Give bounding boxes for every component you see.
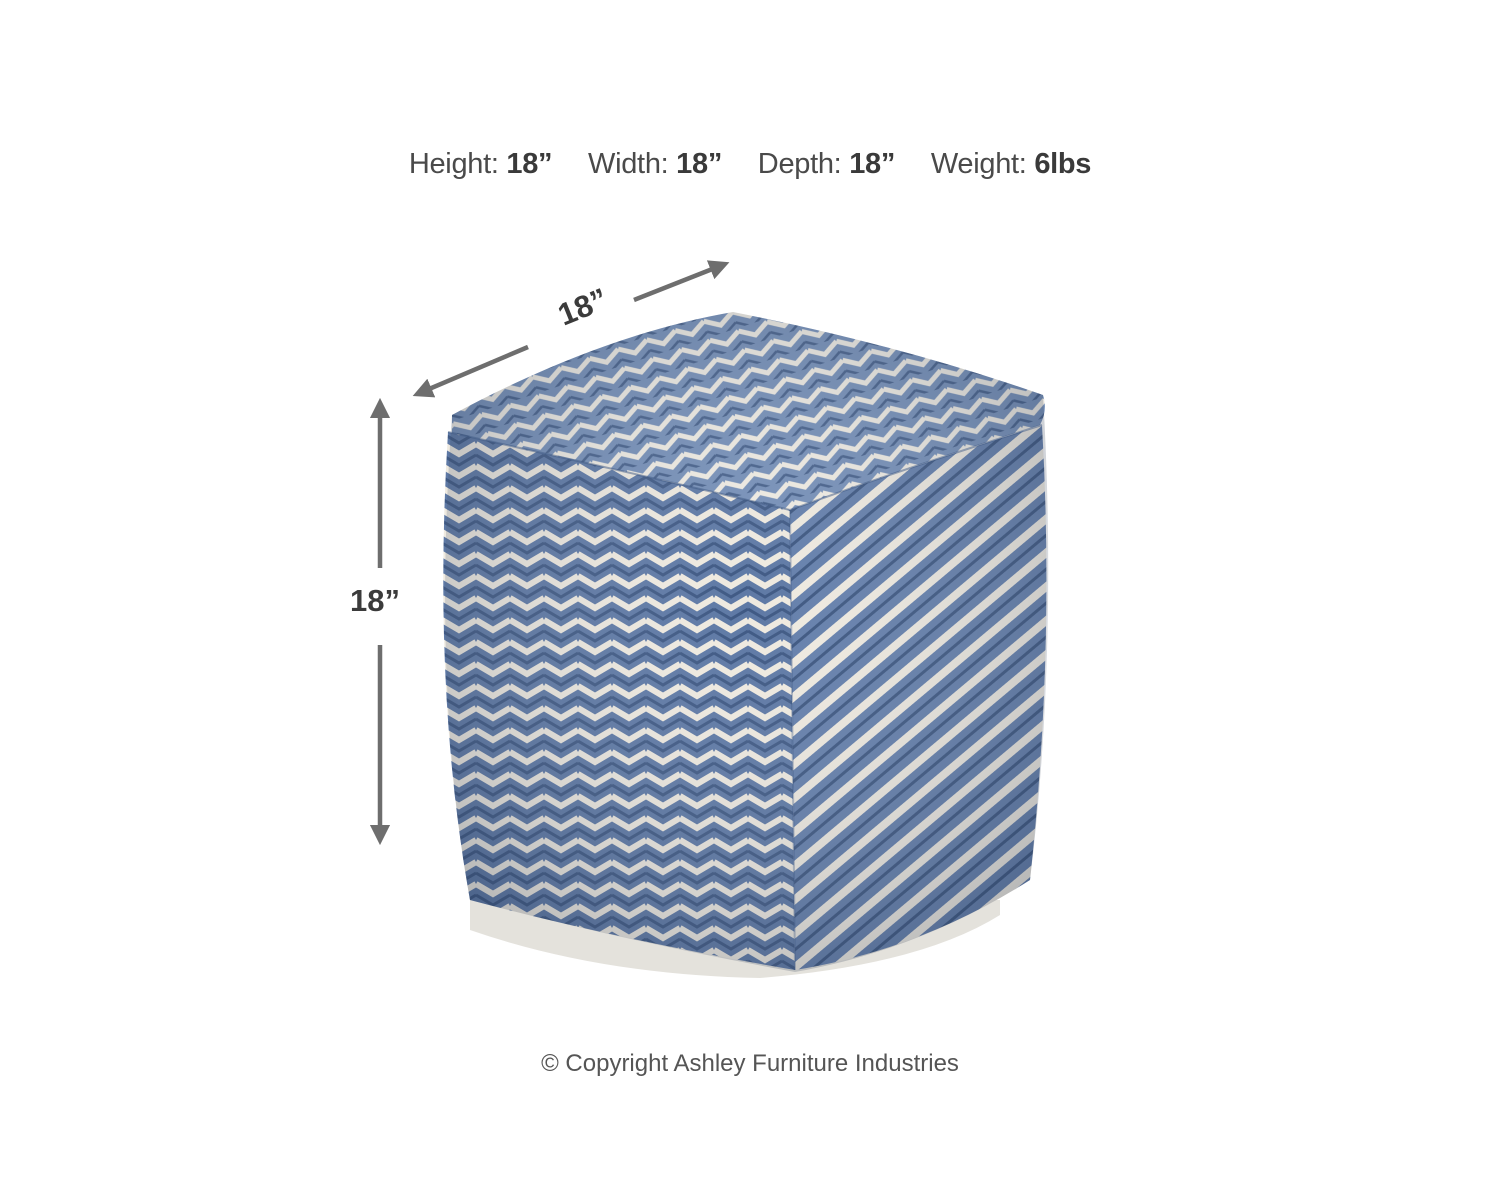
spec-depth-label: Depth: <box>757 148 842 180</box>
depth-arrow <box>412 260 730 398</box>
spec-width: Width: 18” <box>588 148 722 181</box>
spec-height-label: Height: <box>408 148 499 180</box>
spec-height: Height: 18” <box>408 148 553 181</box>
spec-weight-label: Weight: <box>930 148 1027 180</box>
pouf-product-image <box>443 312 1049 978</box>
spec-depth-value: 18” <box>849 148 896 180</box>
spec-depth: Depth: 18” <box>757 148 896 181</box>
dimension-specs: Height: 18” Width: 18” Depth: 18” Weight… <box>0 148 1500 181</box>
spec-width-value: 18” <box>676 148 723 180</box>
height-dimension-label: 18” <box>350 583 400 618</box>
copyright-notice: © Copyright Ashley Furniture Industries <box>541 1050 959 1077</box>
spec-width-label: Width: <box>588 148 669 180</box>
spec-weight-value: 6lbs <box>1034 148 1092 180</box>
spec-height-value: 18” <box>506 148 553 180</box>
spec-weight: Weight: 6lbs <box>930 148 1092 181</box>
